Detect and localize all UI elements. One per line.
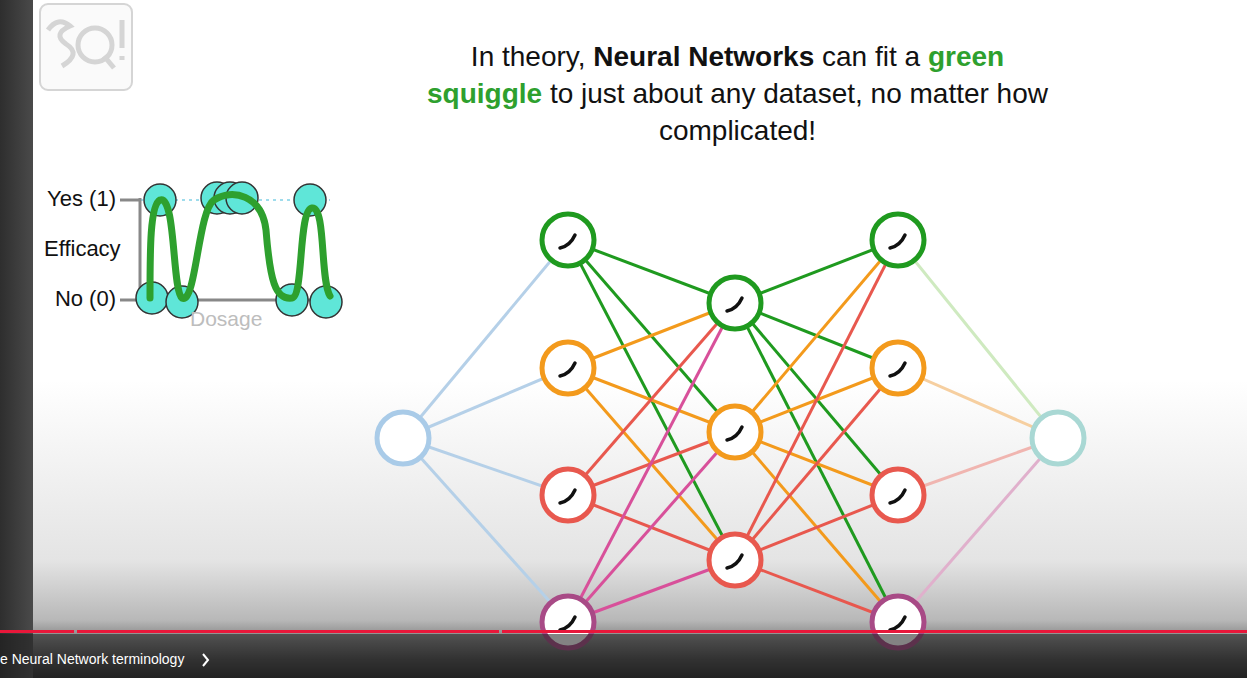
axis-label: Dosage xyxy=(190,307,262,331)
axis-tick-label: No (0) xyxy=(55,286,116,312)
title-part: can fit a xyxy=(814,41,928,72)
slide-title: In theory, Neural Networks can fit a gre… xyxy=(425,38,1050,149)
left-strip xyxy=(0,0,33,678)
neurons xyxy=(377,214,1084,648)
logo xyxy=(40,4,132,90)
axis-label: Efficacy xyxy=(44,236,121,262)
activation-symbols xyxy=(560,235,905,630)
title-part: to just about any dataset, no matter how… xyxy=(542,78,1048,146)
title-part: Neural Networks xyxy=(593,41,814,72)
network-connections xyxy=(403,240,1058,622)
progress-bar xyxy=(0,630,1247,678)
axis-tick-label: Yes (1) xyxy=(47,186,116,212)
title-part: In theory, xyxy=(471,41,593,72)
chapter-title: e Neural Network terminology xyxy=(0,651,184,667)
dosage-chart xyxy=(120,182,342,318)
